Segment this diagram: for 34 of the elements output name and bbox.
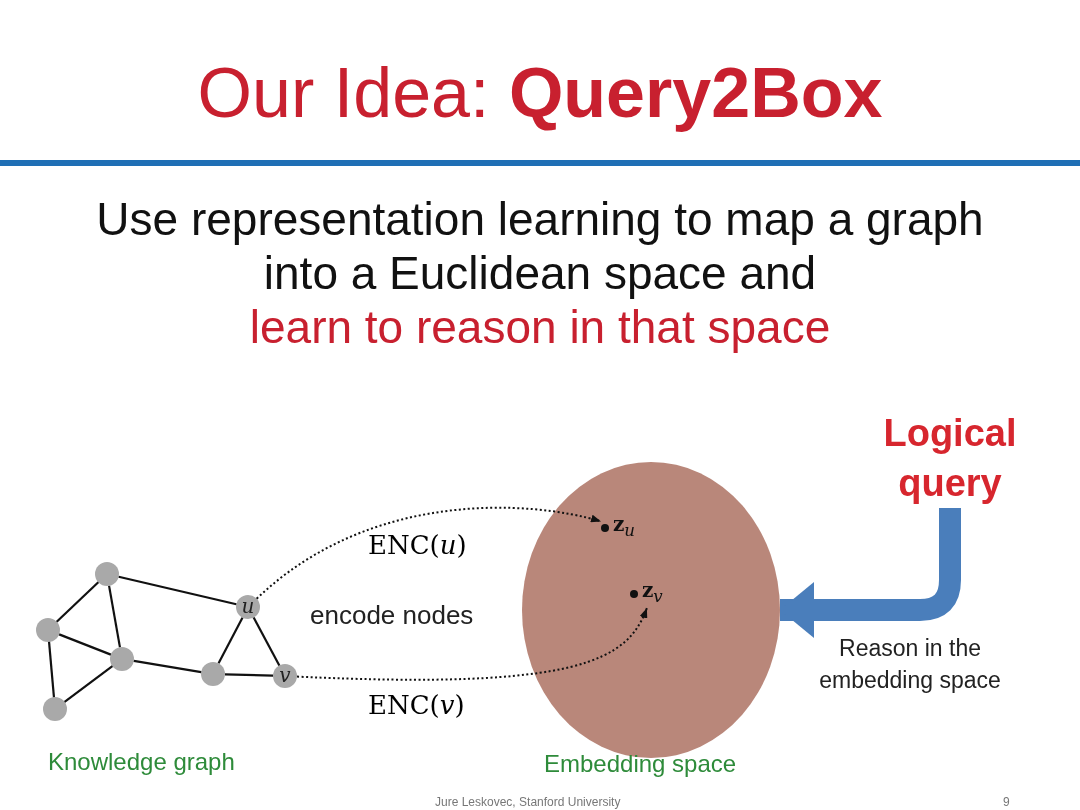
graph-node — [95, 562, 119, 586]
dotted-arrow — [296, 607, 648, 681]
graph-edge — [252, 617, 281, 666]
edge-label: ENC(u) — [368, 530, 467, 560]
graph-node: v — [273, 664, 297, 688]
body-text: learn to reason in that space — [248, 300, 832, 354]
page-number: 9 — [1003, 795, 1010, 809]
query-label: Logical query — [860, 408, 1040, 508]
graph-edge — [58, 633, 112, 656]
graph-edge — [47, 641, 56, 698]
slide-title: Our Idea: Query2Box — [196, 53, 884, 134]
annotation-text: encode nodes — [310, 600, 474, 631]
bent-arrow — [780, 508, 961, 638]
graph-edge — [217, 617, 244, 664]
edge-label: ENC(v) — [368, 690, 465, 720]
footer-text: Jure Leskovec, Stanford University — [435, 795, 621, 809]
point-label: z$_{v}$ — [642, 578, 663, 606]
graph-node — [36, 618, 60, 642]
graph-node — [201, 662, 225, 686]
graph-edge — [55, 581, 100, 623]
caption-text: Knowledge graph — [48, 748, 235, 776]
edge-label: Reason in the embedding space — [818, 634, 1002, 695]
graph-edge — [224, 673, 274, 677]
graph-node: u — [236, 595, 260, 619]
point-label: z$_{u}$ — [613, 512, 636, 540]
graph-node — [43, 697, 67, 721]
caption-text: Embedding space — [544, 750, 737, 778]
graph-node — [110, 647, 134, 671]
graph-edge — [133, 659, 202, 674]
dotted-arrow — [255, 506, 602, 600]
graph-edge — [118, 575, 237, 606]
graph-edge — [63, 665, 114, 703]
body-text: Use representation learning to map a graph into a Euclidean space and — [95, 192, 985, 300]
graph-edge — [108, 585, 121, 648]
